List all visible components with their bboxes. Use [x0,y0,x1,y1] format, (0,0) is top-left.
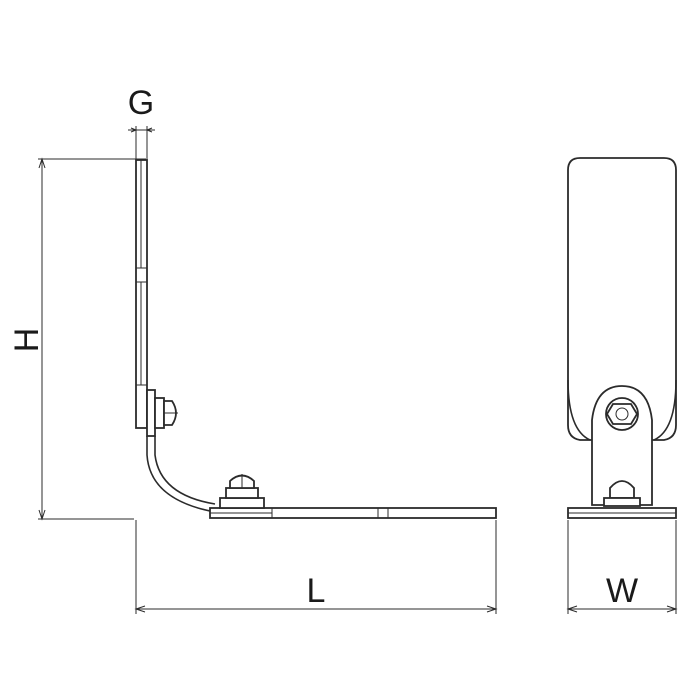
front-plate [567,157,677,441]
front-lower-bolt [603,480,641,507]
gap-dimension [128,126,155,160]
front-view: W [566,157,678,614]
height-label: H [8,328,46,353]
vertical-flange [135,159,148,429]
vertical-bolt [146,389,178,437]
side-view: H G L [8,84,498,614]
width-dimension [566,520,678,614]
height-dimension [38,157,146,521]
horizontal-base [209,507,497,519]
gap-label: G [128,84,154,122]
front-upper-bolt [605,397,639,431]
length-dimension [134,520,498,614]
width-label: W [606,572,638,610]
curved-strap [146,436,216,513]
length-label: L [307,572,326,610]
base-bolt [219,474,265,509]
